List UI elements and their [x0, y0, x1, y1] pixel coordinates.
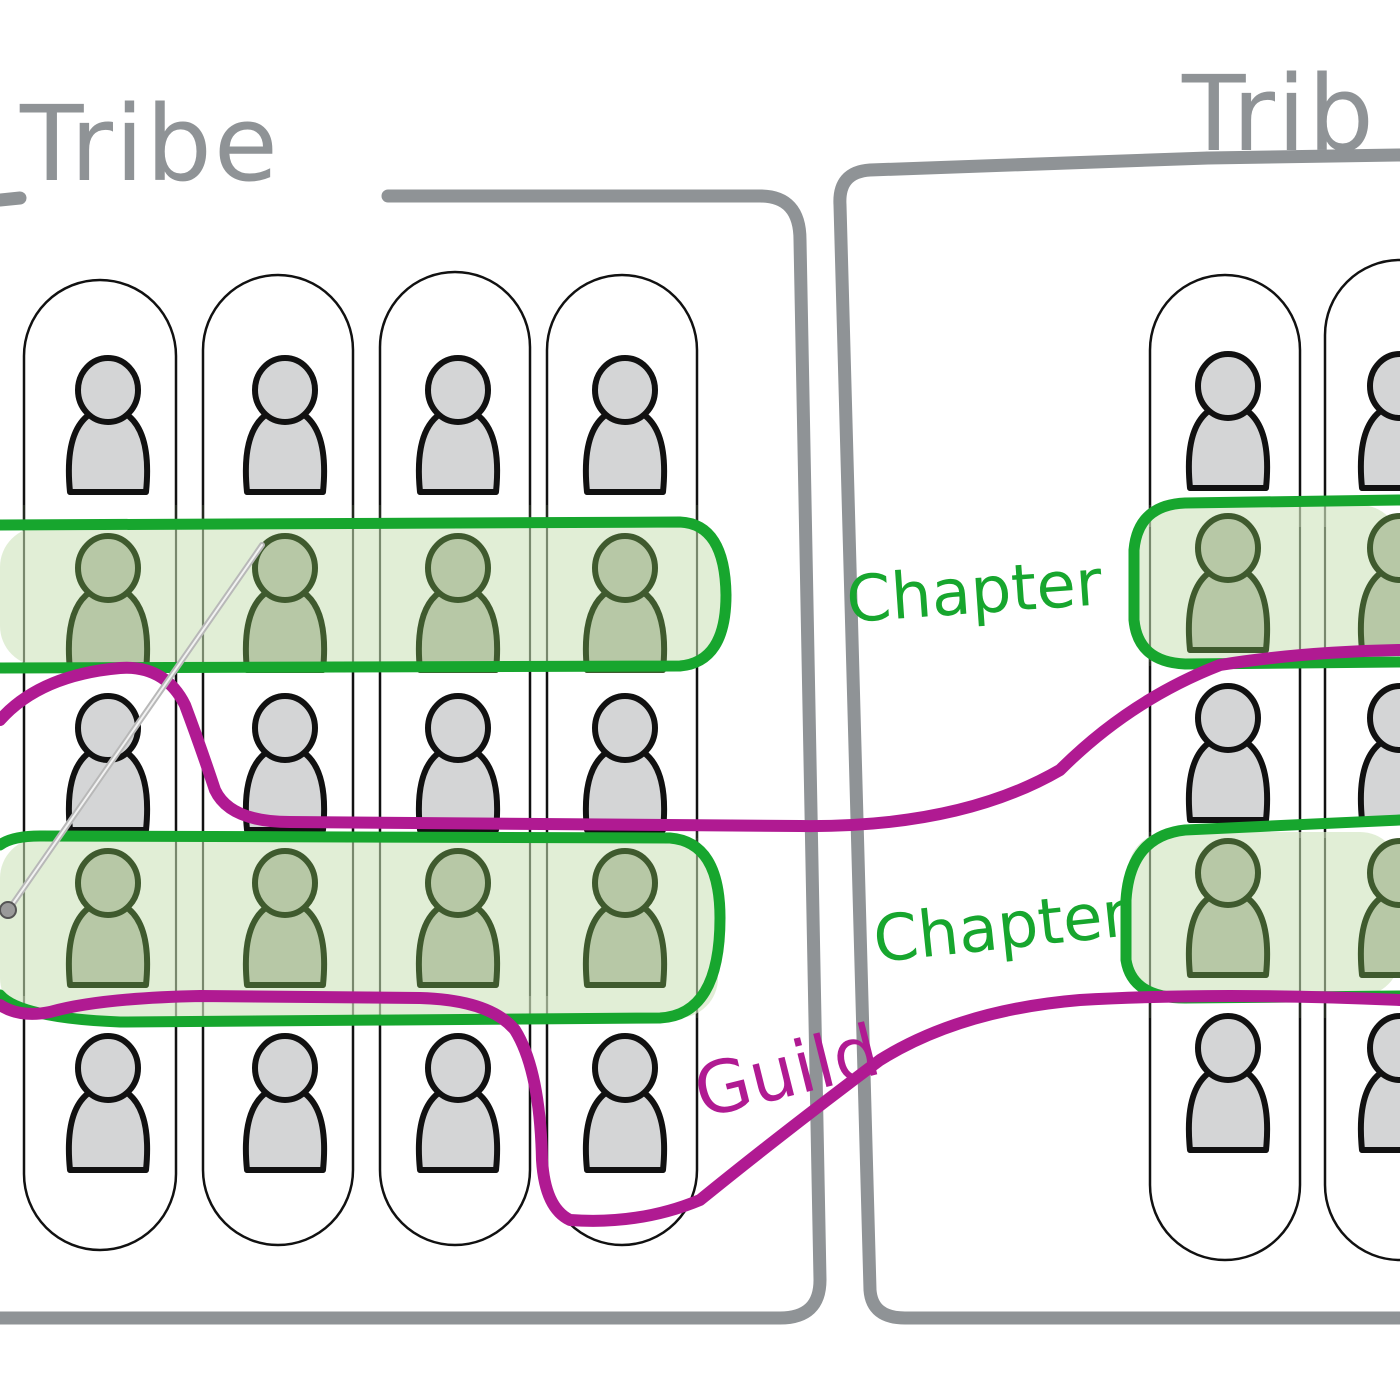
person-icon	[1185, 683, 1271, 823]
guild-outline-group	[0, 644, 1400, 1227]
chapter-top-label: Chapter	[844, 546, 1105, 638]
person-icon	[242, 693, 328, 833]
person-icon	[242, 355, 328, 495]
chapter-member-icon	[1185, 513, 1271, 653]
tribe-left-underline	[0, 191, 27, 207]
pointer-highlight	[11, 544, 263, 906]
pointer-tip	[0, 901, 17, 919]
chapter-member-icon	[242, 848, 328, 988]
chapter-bands	[0, 505, 1400, 1018]
person-icon	[1357, 1013, 1400, 1153]
chapter-bottom-label: Chapter	[870, 877, 1133, 977]
person-icon	[582, 355, 668, 495]
chapter-band	[0, 838, 718, 1018]
chapter-member-icon	[582, 848, 668, 988]
tribe-left-boundary	[0, 189, 827, 1325]
chapter-band	[0, 527, 722, 666]
person-icon	[1185, 1013, 1271, 1153]
people	[65, 351, 1400, 1173]
person-icon	[1357, 683, 1400, 823]
chapter-member-icon	[415, 848, 501, 988]
person-icon	[582, 1033, 668, 1173]
person-icon	[65, 1033, 151, 1173]
person-icon	[582, 693, 668, 833]
chapter-member-icon	[65, 533, 151, 673]
person-icon	[242, 1033, 328, 1173]
chapter-member-icon	[65, 848, 151, 988]
person-icon	[65, 355, 151, 495]
chapter-member-icon	[415, 533, 501, 673]
person-icon	[1185, 351, 1271, 491]
chapter-top-left-outline	[0, 516, 732, 674]
chapter-member-icon	[242, 533, 328, 673]
guild-outline	[0, 644, 1400, 833]
tribe-boundaries	[0, 148, 1400, 1325]
chapter-member-icon	[582, 533, 668, 673]
person-icon	[1357, 351, 1400, 491]
tribe-right-boundary	[833, 151, 1400, 1325]
person-icon	[415, 693, 501, 833]
tribe-right-underline	[1201, 148, 1400, 165]
person-icon	[415, 1033, 501, 1173]
tribe-left-label: Tribe	[19, 83, 280, 205]
guild-label: Guild	[686, 1008, 888, 1135]
chapter-top-right-outline	[1128, 494, 1400, 670]
chapter-outlines	[0, 494, 1400, 1028]
chapter-member-icon	[1357, 838, 1400, 978]
chapter-member-icon	[1185, 838, 1271, 978]
guild-outline-lower	[0, 990, 1400, 1227]
chapter-bottom-left-outline	[0, 830, 726, 1028]
chapter-member-icon	[1357, 513, 1400, 653]
person-icon	[415, 355, 501, 495]
person-icon	[65, 693, 151, 833]
tribe-right-label: Trib	[1181, 53, 1376, 175]
pointer-stick	[0, 542, 265, 919]
